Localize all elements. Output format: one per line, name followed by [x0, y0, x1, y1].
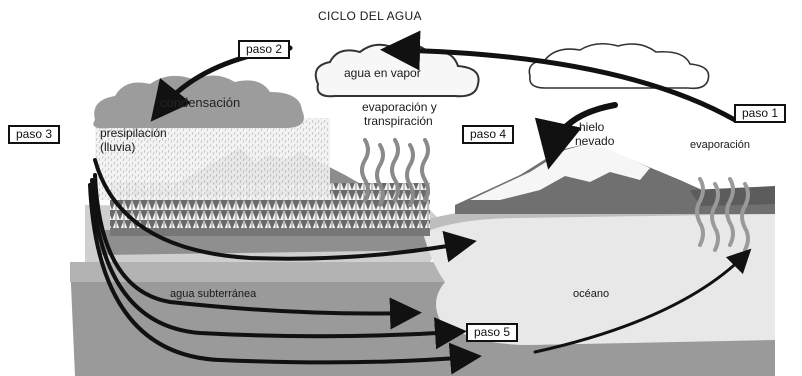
evaporation-label: evaporación — [690, 139, 750, 152]
step-3-box: paso 3 — [8, 125, 60, 144]
small-cloud — [529, 44, 708, 89]
snow-label: hielo — [579, 121, 604, 135]
evapotranspiration-sub-label: transpiración — [364, 115, 433, 129]
vapor-label: agua en vapor — [344, 67, 421, 81]
condensation-label: condensación — [160, 96, 240, 111]
ocean-label: océano — [573, 288, 609, 301]
diagram-title: CICLO DEL AGUA — [318, 10, 422, 24]
step-1-box: paso 1 — [734, 104, 786, 123]
evapotranspiration-label: evaporación y — [362, 101, 437, 115]
groundwater-label: agua subterránea — [170, 288, 256, 301]
precipitation-sub-label: (lluvia) — [100, 141, 135, 155]
step-4-box: paso 4 — [462, 125, 514, 144]
precipitation-label: presipilación — [100, 127, 167, 141]
step-5-box: paso 5 — [466, 323, 518, 342]
step-2-box: paso 2 — [238, 40, 290, 59]
snow-sub-label: nevado — [575, 135, 614, 149]
